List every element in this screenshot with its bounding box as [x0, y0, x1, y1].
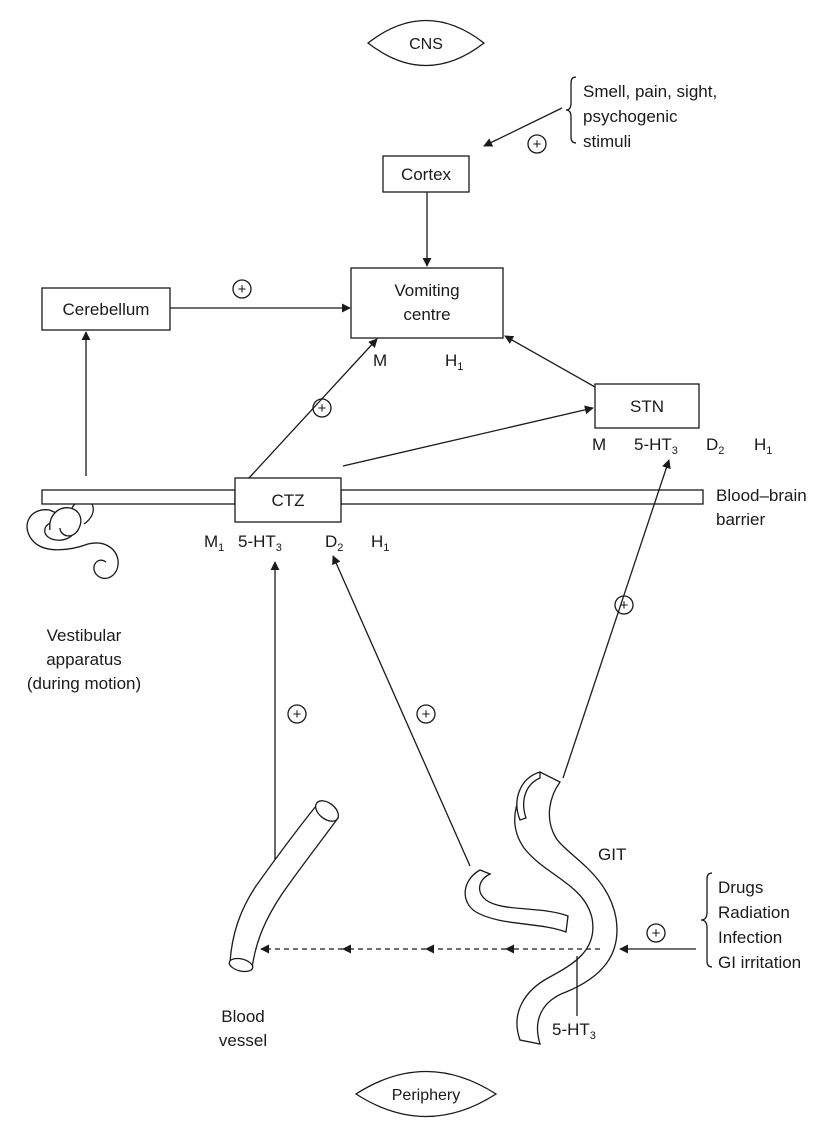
stn-receptor-5ht3: 5-HT3	[634, 435, 678, 457]
vestibular-label-line-2: apparatus	[46, 650, 122, 669]
stimulation-marker-peripheral	[646, 923, 666, 943]
stimulation-marker-sensory	[527, 134, 547, 154]
cortex-stimuli-brace	[565, 76, 577, 144]
stn-receptor-m: M	[592, 435, 606, 454]
vomiting-centre-node: Vomiting centre	[350, 267, 504, 339]
blood-vessel-label-line-1: Blood	[221, 1007, 264, 1026]
stn-receptor-h1: H1	[754, 435, 772, 457]
cerebellum-label: Cerebellum	[63, 300, 150, 319]
stimulation-sign-blood: +	[293, 706, 302, 723]
git-icon	[464, 771, 618, 1045]
cortex-stimulus-line-1: Smell, pain, sight,	[583, 82, 717, 101]
cortex-node: Cortex	[382, 155, 470, 193]
cortex-stimulus-line-2: psychogenic	[583, 107, 678, 126]
cortex-stimulus-line-3: stimuli	[583, 132, 631, 151]
bbb-label-line-1: Blood–brain	[716, 486, 807, 505]
stimulation-sign-sensory: +	[533, 136, 542, 153]
ctz-to-stn-arrow	[342, 405, 594, 467]
stimuli-to-cortex-arrow	[483, 107, 563, 147]
git-to-ctz-arrow	[332, 555, 471, 867]
ctz-node: CTZ	[234, 477, 342, 523]
git-stimulus-infection: Infection	[718, 928, 782, 947]
blood-vessel-label-line-2: vessel	[219, 1031, 267, 1050]
git-stimulus-drugs: Drugs	[718, 878, 763, 897]
periphery-region-badge: Periphery	[354, 1070, 498, 1118]
vomiting-centre-receptor-h1: H1	[445, 351, 463, 373]
vomiting-centre-label-line-1: Vomiting	[394, 281, 459, 300]
stimulation-sign-cerebellum: +	[238, 281, 247, 298]
ctz-receptor-d2: D2	[325, 532, 343, 554]
git-stimuli-brace	[700, 872, 713, 968]
cortex-label: Cortex	[401, 165, 452, 184]
git-to-stn-arrow	[562, 459, 671, 779]
cns-label: CNS	[409, 36, 443, 53]
vomiting-centre-receptor-m: M	[373, 351, 387, 370]
blood-vessel-icon	[228, 800, 340, 973]
stn-label: STN	[630, 397, 664, 416]
stimulation-marker-ctz	[312, 398, 332, 418]
stimulation-sign-git-ctz: +	[422, 706, 431, 723]
git-stimulus-gi-irritation: GI irritation	[718, 953, 801, 972]
stn-node: STN	[594, 383, 700, 429]
ctz-receptor-5ht3: 5-HT3	[238, 532, 282, 554]
stimulation-sign-peripheral: +	[652, 925, 661, 942]
cns-region-badge: CNS	[366, 19, 486, 67]
git-stimulus-radiation: Radiation	[718, 903, 790, 922]
vestibular-apparatus-icon	[26, 499, 119, 579]
blood-brain-barrier	[41, 489, 704, 505]
git-label: GIT	[598, 845, 626, 864]
stimulation-marker-git-ctz	[416, 704, 436, 724]
stimulation-marker-cerebellum	[232, 279, 252, 299]
vestibular-label-line-3: (during motion)	[27, 674, 141, 693]
stn-to-vomiting-arrow	[504, 335, 596, 388]
stimulation-marker-blood	[287, 704, 307, 724]
vestibular-label-line-1: Vestibular	[47, 626, 122, 645]
stimulation-sign-ctz: +	[318, 400, 327, 417]
vomiting-centre-label-line-2: centre	[403, 305, 450, 324]
stn-receptor-d2: D2	[706, 435, 724, 457]
periphery-label: Periphery	[392, 1087, 460, 1104]
bbb-label-line-2: barrier	[716, 510, 765, 529]
git-receptor-5ht3: 5-HT3	[552, 1020, 596, 1042]
cerebellum-node: Cerebellum	[41, 287, 171, 331]
stimulation-sign-git-stn: +	[620, 597, 629, 614]
ctz-receptor-m1: M1	[204, 532, 224, 554]
stimulation-marker-git-stn	[614, 595, 634, 615]
ctz-label: CTZ	[271, 491, 304, 510]
ctz-receptor-h1: H1	[371, 532, 389, 554]
